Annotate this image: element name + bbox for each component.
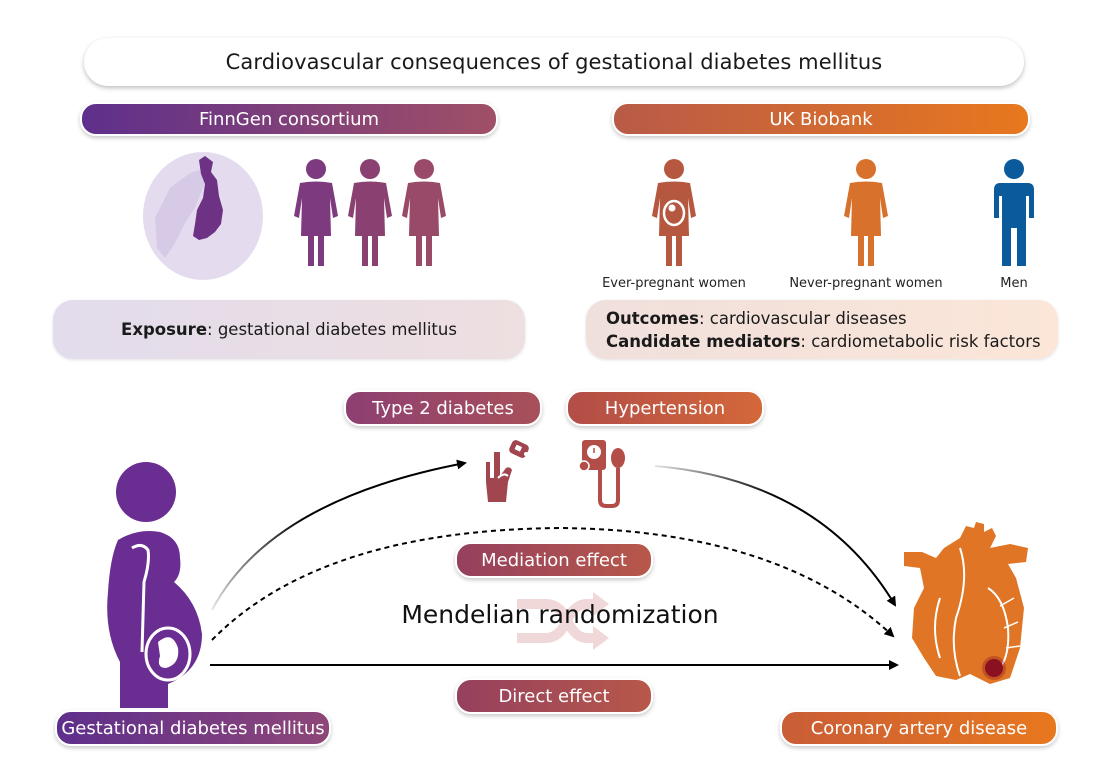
glucose-meter-finger-icon <box>486 440 529 502</box>
outcome-pill-label: Coronary artery disease <box>810 717 1028 739</box>
woman-icon <box>294 159 338 266</box>
finngen-header: FinnGen consortium <box>80 102 498 136</box>
group-label-never-pregnant: Never-pregnant women <box>789 276 943 291</box>
nordic-map-icon <box>143 152 263 280</box>
outcomes-box: Outcomes: cardiovascular diseases Candid… <box>586 300 1058 359</box>
direct-effect-pill: Direct effect <box>455 678 653 714</box>
arrow-mediation-effect <box>211 526 895 641</box>
arrow-exposure-to-type2-diabetes <box>211 459 467 611</box>
blood-pressure-monitor-icon <box>578 440 625 508</box>
exposure-label: Exposure <box>121 320 208 339</box>
direct-effect-label: Direct effect <box>498 685 610 707</box>
finngen-header-label: FinnGen consortium <box>198 108 380 130</box>
ukbiobank-header: UK Biobank <box>612 102 1030 136</box>
exposure-pill-label: Gestational diabetes mellitus <box>61 717 325 739</box>
shuffle-icon <box>517 592 609 650</box>
finland-icon <box>193 156 223 240</box>
type2-diabetes-pill: Type 2 diabetes <box>344 390 542 426</box>
type2-diabetes-label: Type 2 diabetes <box>372 397 514 419</box>
man-icon <box>994 159 1034 266</box>
method-label: Mendelian randomization <box>401 600 719 629</box>
heart-icon <box>904 522 1028 684</box>
mediation-effect-label: Mediation effect <box>481 549 627 571</box>
outcomes-label: Outcomes <box>606 308 699 328</box>
woman-icon <box>402 159 446 266</box>
pregnant-woman-icon <box>652 159 696 266</box>
mediators-text: : cardiometabolic risk factors <box>800 331 1041 351</box>
group-label-men: Men <box>1000 276 1028 291</box>
outcome-pill: Coronary artery disease <box>780 710 1058 746</box>
hypertension-pill: Hypertension <box>566 390 764 426</box>
exposure-text: : gestational diabetes mellitus <box>207 320 457 339</box>
outcomes-text: : cardiovascular diseases <box>698 308 907 328</box>
group-label-ever-pregnant: Ever-pregnant women <box>602 276 746 291</box>
mediation-effect-pill: Mediation effect <box>455 542 653 578</box>
exposure-box: Exposure: gestational diabetes mellitus <box>53 300 525 359</box>
hypertension-label: Hypertension <box>604 397 726 419</box>
exposure-pill: Gestational diabetes mellitus <box>55 710 331 746</box>
ukbiobank-header-label: UK Biobank <box>769 108 873 130</box>
arrow-hypertension-to-cad <box>654 465 897 607</box>
woman-icon <box>844 159 888 266</box>
woman-icon <box>348 159 392 266</box>
mediators-label: Candidate mediators <box>606 331 801 351</box>
pregnant-woman-large-icon <box>107 462 202 708</box>
title-banner: Cardiovascular consequences of gestation… <box>84 38 1024 86</box>
page-title: Cardiovascular consequences of gestation… <box>225 50 883 74</box>
